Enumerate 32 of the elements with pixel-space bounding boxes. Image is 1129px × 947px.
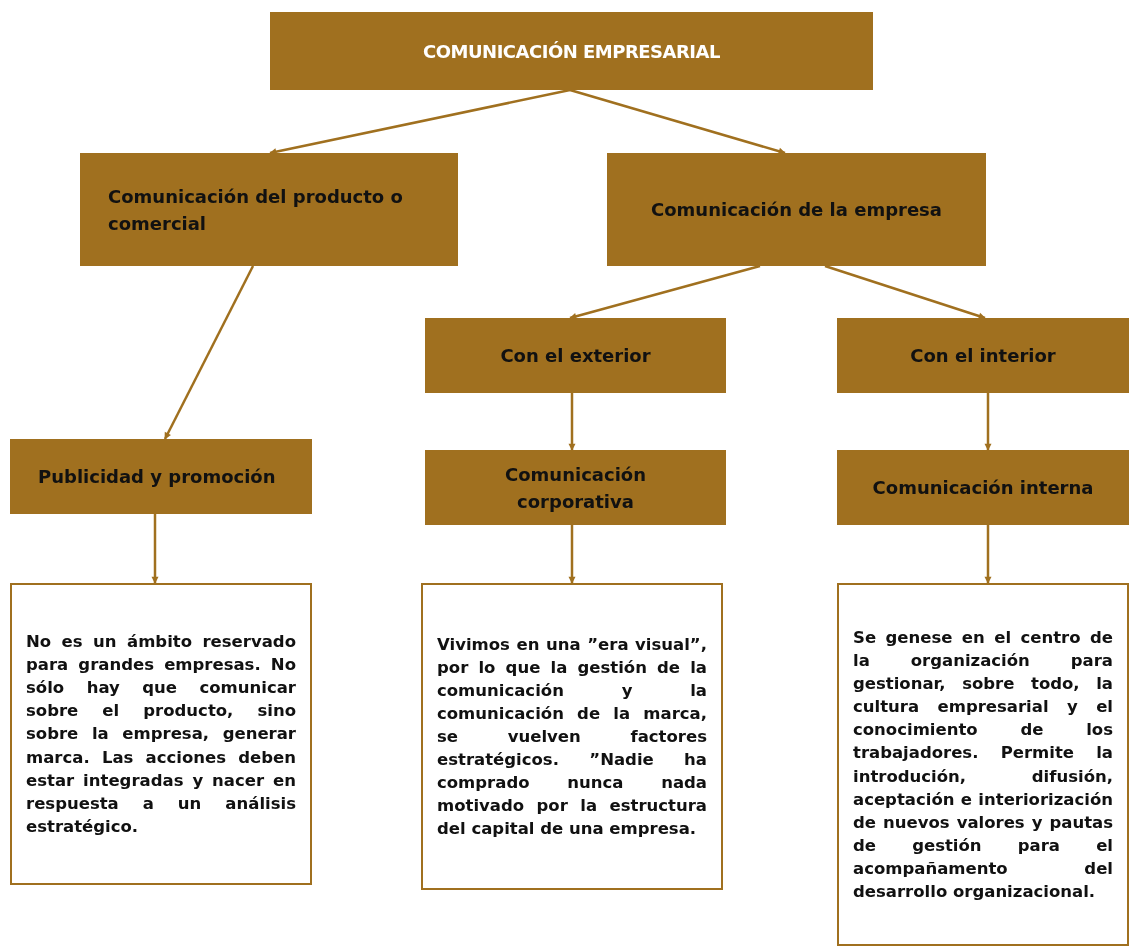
node-label: COMUNICACIÓN EMPRESARIAL [423,39,720,64]
arrow [269,88,571,156]
arrow [151,514,159,584]
node-label: Con el exterior [500,344,651,368]
description-box [10,583,312,885]
concept-box [10,439,312,514]
arrow [824,264,986,320]
node-label: Comunicación de la empresa [651,198,942,222]
arrow [569,264,761,320]
concept-box [837,450,1129,525]
node-label: Con el interior [910,344,1056,368]
description-box [421,583,723,890]
node-label: Comunicación del producto o comercial [108,184,404,236]
arrow [568,525,576,584]
arrow [568,393,576,451]
arrow [163,265,255,440]
node-label: Comunicación interna [872,476,1094,500]
concept-box [425,450,726,525]
description-box [837,583,1129,946]
arrow [984,525,992,584]
description-text: No es un ámbito reservado para grandes empresas. No sólo hay que comunicar sobre el producto, sino sobre la empresa, generar marca. Las acciones deben estar integradas y nacer en respuesta a un análisis estratégico. [26,631,296,838]
concept-box [80,153,458,266]
description-text: Vivimos en una ”era visual”, por lo que la gestión de la comunicación y la comunicación de la marca, se vuelven factores estratégicos. ”Nadie ha comprado nunca nada motivado por la estructura del capital de una empresa. [437,633,707,841]
concept-box [425,318,726,393]
concept-box [837,318,1129,393]
node-label: Publicidad y promoción [38,465,276,489]
concept-box [607,153,986,266]
arrow [984,393,992,451]
description-text: Se genese en el centro de la organización para gestionar, sobre todo, la cultura empresarial y el conocimiento de los trabajadores. Permite la introdución, difusión, aceptación e interiorización de nuevos valores y pautas de gestión para el acompañamento del desarrollo organizacional. [853,626,1113,903]
node-label: Comunicación corporativa [504,462,647,514]
arrow [569,88,786,155]
concept-box [270,12,873,90]
